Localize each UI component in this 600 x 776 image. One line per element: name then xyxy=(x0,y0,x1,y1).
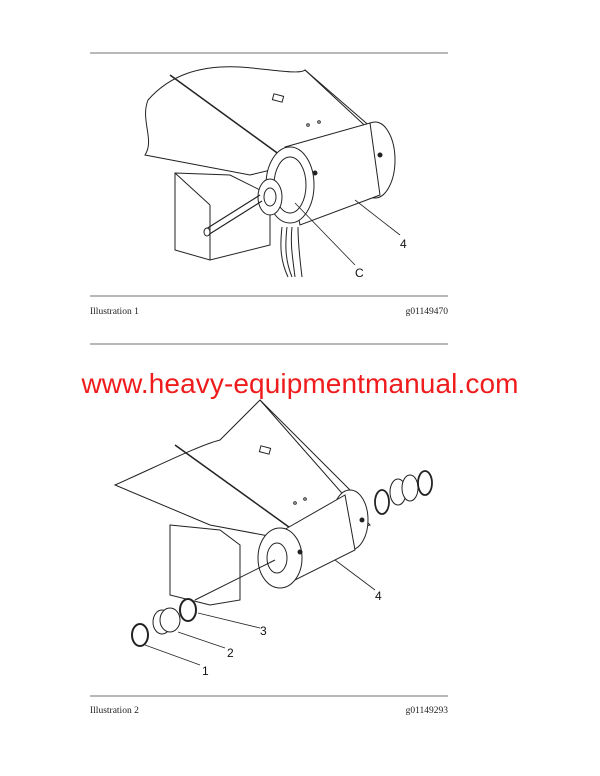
callout-2: 2 xyxy=(227,646,234,660)
callout-1: 1 xyxy=(202,664,209,678)
figure-2-label: Illustration 2 xyxy=(90,706,139,716)
caption-rule-figure-1 xyxy=(90,295,448,297)
callout-C: C xyxy=(355,266,364,280)
figure-2-caption: Illustration 2 g01149293 xyxy=(90,706,448,716)
caption-rule-figure-2 xyxy=(90,695,448,697)
figure-2-id: g01149293 xyxy=(405,706,448,716)
figure-1-label: Illustration 1 xyxy=(90,307,139,317)
bottom-rule-figure-1 xyxy=(90,343,448,345)
figure-1-id: g01149470 xyxy=(405,307,448,317)
figure-1-caption: Illustration 1 g01149470 xyxy=(90,307,448,317)
callout-3: 3 xyxy=(260,624,267,638)
top-rule-figure-1 xyxy=(90,52,448,54)
illustration-2-drawing: 4 3 2 1 xyxy=(113,399,433,678)
callout-4: 4 xyxy=(375,589,382,603)
callout-4: 4 xyxy=(400,237,407,251)
watermark-link[interactable]: www.heavy-equipmentmanual.com xyxy=(81,368,519,399)
illustration-1-drawing: C 4 xyxy=(144,66,407,280)
